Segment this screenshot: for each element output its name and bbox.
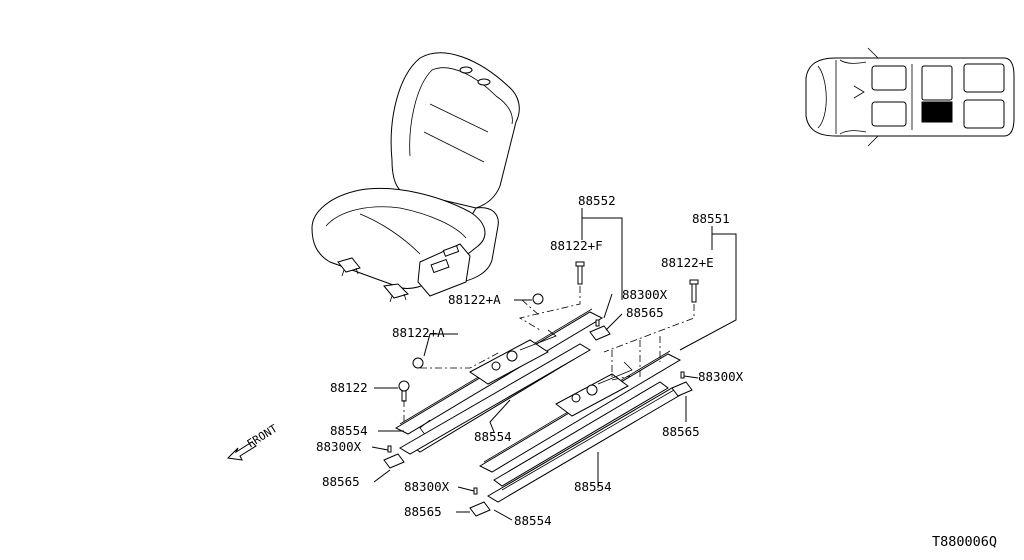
assembly-lines bbox=[403, 286, 695, 424]
callout-88300x-bottom: 88300X bbox=[404, 479, 450, 494]
callout-88565-left: 88565 bbox=[322, 474, 360, 489]
callout-88122: 88122 bbox=[330, 380, 368, 395]
callout-88565-bottom: 88565 bbox=[404, 504, 442, 519]
callout-88122-a-upper: 88122+A bbox=[448, 292, 501, 307]
callout-88300x-left: 88300X bbox=[316, 439, 362, 454]
callout-88551: 88551 bbox=[692, 211, 730, 226]
fasteners bbox=[387, 261, 699, 495]
callout-88554-mid: 88554 bbox=[474, 429, 512, 444]
callout-88300x-right: 88300X bbox=[698, 369, 744, 384]
callout-88554-left: 88554 bbox=[330, 423, 368, 438]
callout-88565-right: 88565 bbox=[662, 424, 700, 439]
seat-illustration bbox=[311, 52, 520, 303]
callout-88565-upper: 88565 bbox=[626, 305, 664, 320]
front-direction-arrow: FRONT bbox=[226, 422, 280, 461]
callout-88554-right: 88554 bbox=[574, 479, 612, 494]
leader-lines bbox=[371, 208, 737, 521]
vehicle-locator-icon bbox=[805, 47, 1015, 147]
highlighted-seat-marker bbox=[921, 101, 953, 123]
callout-88300x-upper-right: 88300X bbox=[622, 287, 668, 302]
callout-labels: 88552 88551 88122+F 88122+E 88122+A 8830… bbox=[316, 193, 744, 528]
callout-88122-e: 88122+E bbox=[661, 255, 714, 270]
callout-88554-bottom: 88554 bbox=[514, 513, 552, 528]
callout-88122-f: 88122+F bbox=[550, 238, 603, 253]
callout-88122-a-lower: 88122+A bbox=[392, 325, 445, 340]
slide-rail-assembly-left bbox=[478, 350, 682, 487]
diagram-reference-code: T880006Q bbox=[932, 534, 997, 550]
callout-88552: 88552 bbox=[578, 193, 616, 208]
cover-strip-upper bbox=[399, 343, 591, 455]
brackets bbox=[383, 325, 693, 517]
front-label: FRONT bbox=[245, 422, 280, 451]
